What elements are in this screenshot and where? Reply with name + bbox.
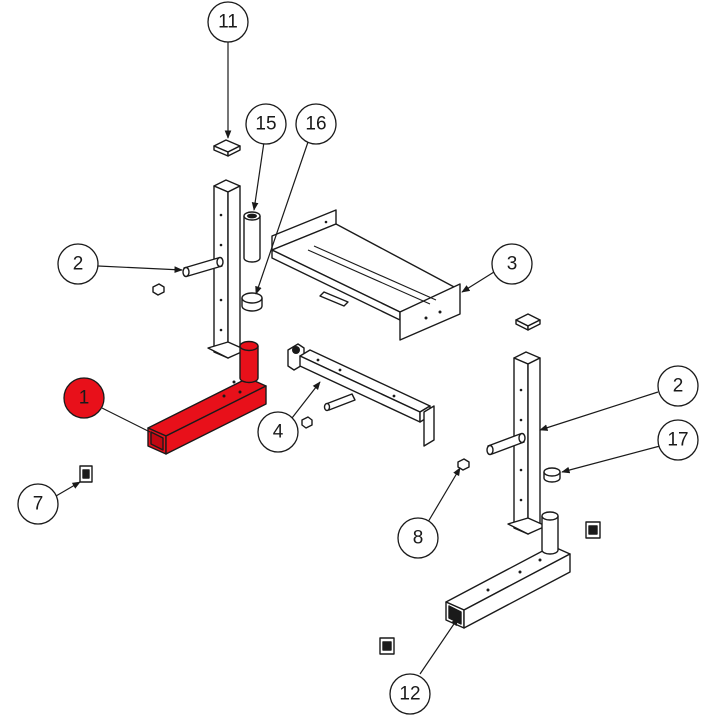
part-small-nut-center	[301, 416, 313, 429]
callout-4: 4	[257, 411, 299, 453]
callout-7-label: 7	[33, 494, 44, 515]
callout-3: 3	[491, 243, 533, 285]
part-round-knob	[543, 467, 561, 483]
callout-4-label: 4	[273, 422, 284, 443]
callout-2-right: 2	[657, 365, 699, 407]
callout-1-label: 1	[79, 388, 90, 409]
callout-12-label: 12	[399, 684, 420, 705]
part-square-cap-right-lower	[379, 637, 395, 655]
part-end-cap-top-right	[515, 313, 541, 331]
part-cross-brace	[287, 343, 435, 447]
part-base-leg-highlighted	[147, 340, 267, 455]
callout-3-label: 3	[507, 254, 518, 275]
part-tray	[271, 209, 461, 341]
callout-12: 12	[389, 673, 431, 715]
callout-16: 16	[295, 103, 337, 145]
part-square-cap-left	[79, 465, 93, 483]
part-right-upright	[507, 351, 547, 535]
callout-17: 17	[657, 419, 699, 461]
callout-11-label: 11	[218, 12, 238, 33]
part-square-cap-right-upper	[585, 521, 601, 539]
part-small-nut-right	[457, 458, 470, 471]
part-end-cap-top	[213, 139, 241, 157]
callout-7: 7	[17, 483, 59, 525]
callout-15-label: 15	[255, 114, 276, 135]
callout-8: 8	[397, 517, 439, 559]
callout-11: 11	[207, 1, 249, 43]
callout-1-highlighted: 1	[63, 377, 105, 419]
callout-15: 15	[245, 103, 287, 145]
part-small-nut-left	[152, 283, 165, 296]
part-sleeve-tube	[243, 211, 261, 263]
callout-8-label: 8	[413, 528, 424, 549]
callout-17-label: 17	[667, 430, 688, 451]
part-round-cap	[241, 292, 263, 312]
part-pin-right	[486, 432, 526, 456]
leader-lines	[55, 42, 661, 675]
callout-16-label: 16	[305, 114, 326, 135]
part-pin-left	[182, 256, 224, 278]
part-base-leg-right	[445, 511, 571, 629]
callout-2-left: 2	[57, 243, 99, 285]
callout-2-right-label: 2	[673, 376, 684, 397]
part-left-upright	[207, 179, 247, 359]
callout-2-left-label: 2	[73, 254, 84, 275]
